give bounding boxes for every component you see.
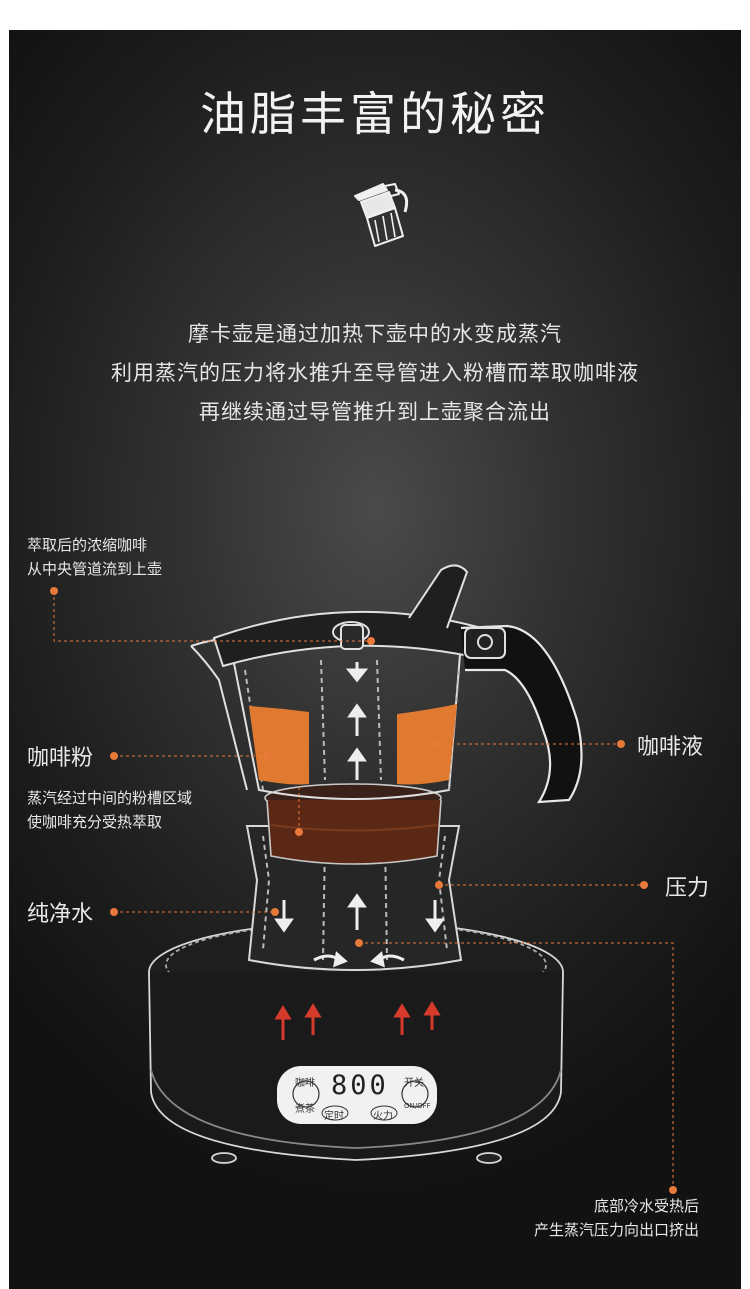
label-extracted-coffee-line-1: 萃取后的浓缩咖啡 [27,536,148,554]
label-coffee-powder: 咖啡粉 [27,746,94,771]
upper-chamber [190,564,583,804]
label-bottom-note-line-2: 产生蒸汽压力向出口挤出 [533,1221,699,1239]
description-line-3: 再继续通过导管推升到上壶聚合流出 [199,400,551,424]
label-coffee-liquid: 咖啡液 [637,735,704,760]
flow-arrows [274,662,445,968]
callout-dots [50,587,677,1194]
label-pure-water: 纯净水 [27,902,94,927]
label-extracted-coffee: 萃取后的浓缩咖啡 从中央管道流到上壶 [27,533,162,581]
label-steam-note: 蒸汽经过中间的粉槽区域 使咖啡充分受热萃取 [27,786,192,834]
panel-fire-button[interactable]: 火力 [373,1111,393,1122]
label-steam-note-line-2: 使咖啡充分受热萃取 [27,813,163,831]
callout-lines [53,591,674,1190]
panel-power-label[interactable]: 开关 [404,1078,424,1089]
label-pressure: 压力 [665,876,710,901]
page-title: 油脂丰富的秘密 [200,87,550,141]
description-line-2: 利用蒸汽的压力将水推升至导管进入粉槽而萃取咖啡液 [111,361,639,385]
panel-display: 800 [331,1070,389,1101]
panel-coffee-label[interactable]: 咖啡 [295,1078,315,1089]
description-line-1: 摩卡壶是通过加热下壶中的水变成蒸汽 [188,322,562,346]
label-bottom-note: 底部冷水受热后 产生蒸汽压力向出口挤出 [499,1194,699,1242]
panel-timer-button[interactable]: 定时 [324,1111,344,1122]
heat-arrows [274,1001,441,1040]
moka-pot-icon [354,183,409,247]
label-bottom-note-line-1: 底部冷水受热后 [593,1197,699,1215]
product-detail-panel: 油脂丰富的秘密 摩卡壶是通过加热下壶中的水变成蒸汽 利用蒸汽的压力将水推升至导管… [9,30,741,1289]
label-steam-note-line-1: 蒸汽经过中间的粉槽区域 [27,789,193,807]
label-extracted-coffee-line-2: 从中央管道流到上壶 [27,560,163,578]
panel-tea-label[interactable]: 煮茶 [295,1104,315,1115]
stove-control-panel [277,1066,437,1124]
moka-pot-illustration [50,564,677,1194]
panel-onoff-label[interactable]: ON/OFF [404,1102,431,1110]
